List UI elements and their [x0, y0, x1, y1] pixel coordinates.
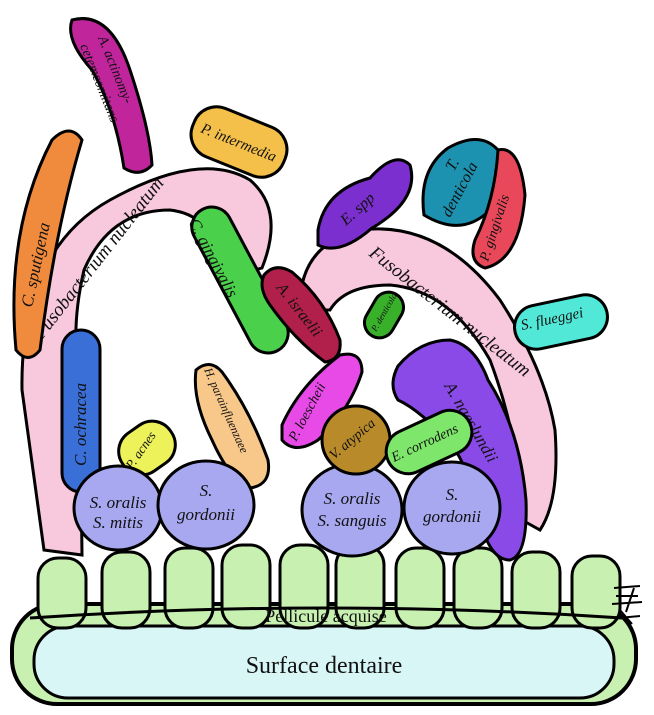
surface-label: Surface dentaire — [246, 653, 403, 679]
s-oralis-sanguis-label-2: S. sanguis — [318, 511, 387, 530]
c-ochracea-label: C. ochracea — [71, 383, 90, 466]
s-gordonii-right-label-1: S. — [446, 485, 459, 504]
s-oralis-mitis-label-2: S. mitis — [93, 513, 143, 532]
s-oralis-mitis-label-1: S. oralis — [90, 493, 147, 512]
s-gordonii-left-label-1: S. — [200, 481, 213, 500]
s-oralis-sanguis-label-1: S. oralis — [324, 489, 381, 508]
s-gordonii-right-label-2: gordonii — [423, 507, 481, 526]
s-gordonii-left-label-2: gordonii — [177, 505, 235, 524]
pellicle-label: Pellicule acquise — [265, 606, 386, 626]
